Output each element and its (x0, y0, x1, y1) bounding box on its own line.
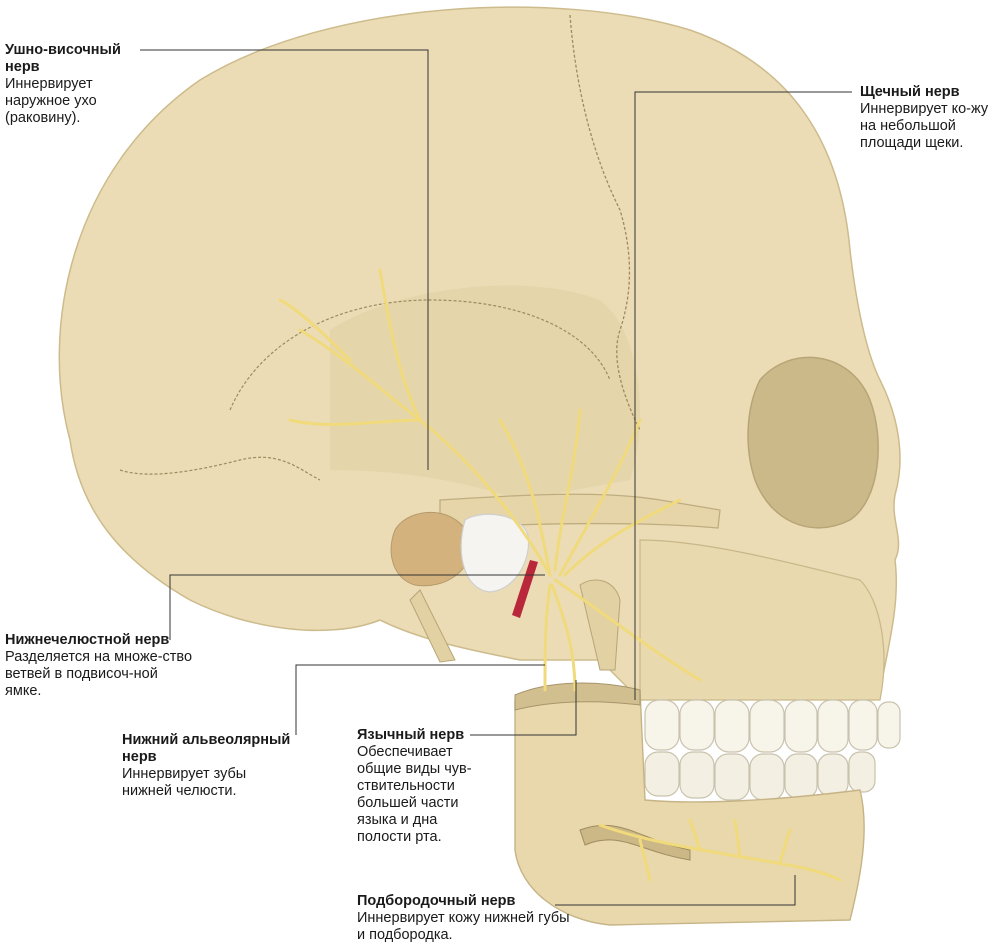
styloid-process (409, 589, 456, 663)
temporal-fossa (330, 285, 640, 500)
mandibular-desc: Разделяется на множе-ство ветвей в подви… (5, 649, 193, 699)
mandibular-title: Нижнечелюстной нерв (5, 632, 170, 648)
buccal-title: Щечный нерв (860, 84, 960, 100)
callout-auriculotemporal-nerve: Ушно-височный нерв Иннервирует наружное … (5, 42, 150, 127)
inferior-alveolar-title: Нижний альвеолярный нерв (122, 732, 291, 765)
orbit (747, 356, 879, 529)
coronal-suture (569, 14, 641, 431)
squamous-suture (229, 299, 611, 411)
mandibular-canal (579, 824, 691, 861)
mental-title: Подбородочный нерв (357, 893, 516, 909)
upper-teeth (644, 699, 901, 753)
nerve-branches (278, 268, 842, 882)
callout-buccal-nerve: Щечный нерв Иннервирует ко-жу на небольш… (860, 84, 998, 152)
callout-inferior-alveolar-nerve: Нижний альвеолярный нерв Иннервирует зуб… (122, 732, 322, 800)
auriculotemporal-title: Ушно-височный нерв (5, 42, 121, 75)
callout-lingual-nerve: Язычный нерв Обеспечивает общие виды чув… (357, 727, 477, 846)
lingual-title: Язычный нерв (357, 727, 465, 743)
callout-mandibular-nerve: Нижнечелюстной нерв Разделяется на множе… (5, 632, 195, 700)
inferior-alveolar-desc: Иннервирует зубы нижней челюсти. (122, 766, 247, 799)
lingual-desc: Обеспечивает общие виды чув-ствительност… (357, 744, 472, 845)
callout-mental-nerve: Подбородочный нерв Иннервирует кожу нижн… (357, 893, 577, 944)
buccal-desc: Иннервирует ко-жу на небольшой площади щ… (860, 101, 989, 151)
lambdoid-suture (119, 456, 321, 481)
ear-opening (390, 511, 471, 587)
mandible (514, 689, 865, 926)
maxilla (639, 539, 885, 701)
articular-disc (460, 513, 530, 593)
leader-lines (140, 49, 852, 906)
mental-desc: Иннервирует кожу нижней губы и подбородк… (357, 910, 570, 943)
auriculotemporal-desc: Иннервирует наружное ухо (раковину). (5, 76, 97, 126)
lower-teeth (644, 751, 876, 801)
